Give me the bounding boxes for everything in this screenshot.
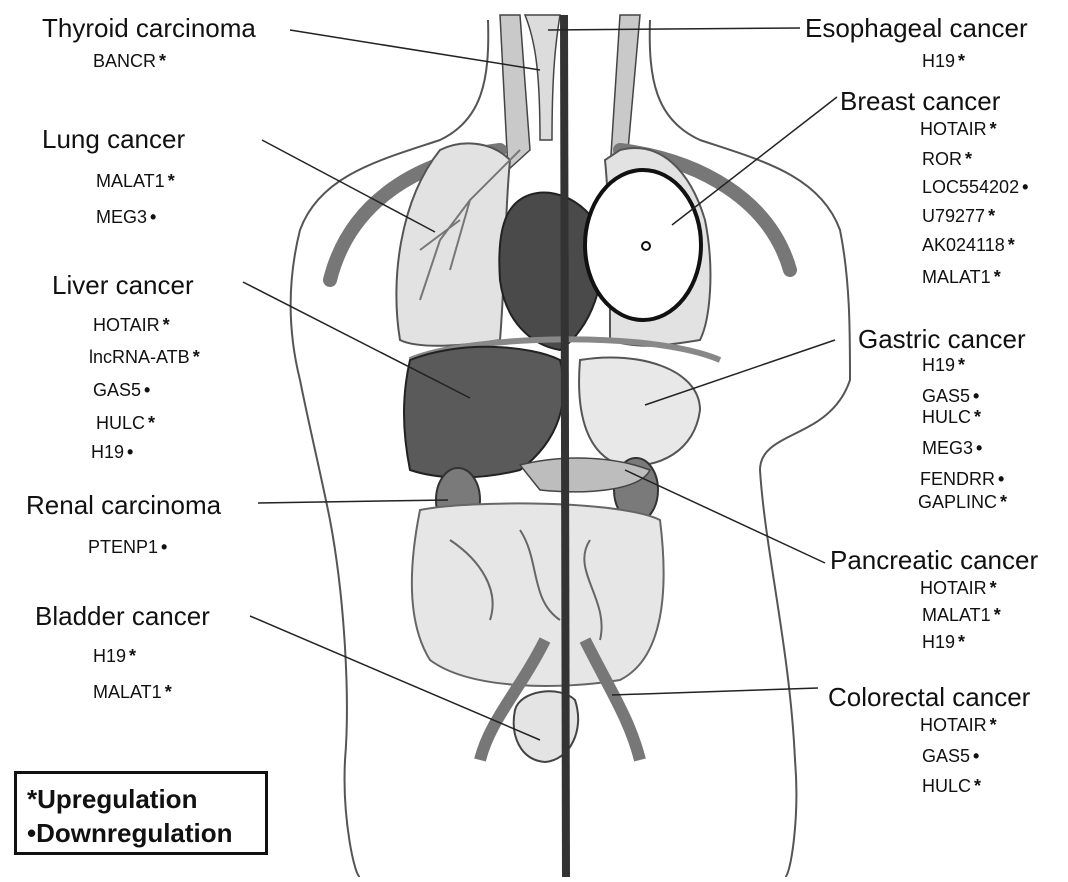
liver-gene-5: H19• (91, 441, 133, 463)
colorectal-gene-2: GAS5• (922, 745, 979, 767)
legend-upregulation: *Upregulation (27, 782, 265, 816)
breast-gene-6: MALAT1* (922, 266, 1001, 288)
gastric-gene-6: GAPLINC* (918, 491, 1007, 513)
esophageal-gene-1: H19* (922, 50, 965, 72)
legend-downregulation: •Downregulation (27, 816, 265, 850)
pancreatic-gene-3: H19* (922, 631, 965, 653)
pancreatic-gene-1: HOTAIR* (920, 577, 997, 599)
pancreatic-title: Pancreatic cancer (830, 545, 1038, 575)
bladder-gene-2: MALAT1* (93, 681, 172, 703)
pancreatic-gene-2: MALAT1* (922, 604, 1001, 626)
gastric-gene-3: HULC* (922, 406, 981, 428)
breast-gene-2: ROR* (922, 148, 972, 170)
center-line (564, 15, 566, 877)
liver-title: Liver cancer (52, 270, 194, 300)
renal-gene-1: PTENP1• (88, 536, 167, 558)
bladder-title: Bladder cancer (35, 601, 210, 631)
leader-esophageal (548, 28, 800, 30)
gastric-gene-5: FENDRR• (920, 468, 1004, 490)
gastric-title: Gastric cancer (858, 324, 1026, 354)
liver (404, 347, 564, 478)
leader-colorectal (612, 688, 818, 695)
renal-title: Renal carcinoma (26, 490, 221, 520)
breast-gene-1: HOTAIR* (920, 118, 997, 140)
breast (585, 170, 701, 320)
liver-gene-2: lncRNA-ATB* (89, 346, 200, 368)
liver-gene-4: HULC* (96, 412, 155, 434)
gastric-gene-2: GAS5• (922, 385, 979, 407)
lung-gene-2: MEG3• (96, 206, 156, 228)
gastric-gene-1: H19* (922, 354, 965, 376)
stomach (579, 357, 700, 465)
colorectal-gene-3: HULC* (922, 775, 981, 797)
legend-box: *Upregulation •Downregulation (14, 771, 268, 855)
thyroid-gene-1: BANCR* (93, 50, 166, 72)
breast-gene-3: LOC554202• (922, 176, 1028, 198)
thyroid-title: Thyroid carcinoma (42, 13, 256, 43)
breast-title: Breast cancer (840, 86, 1000, 116)
lung-title: Lung cancer (42, 124, 185, 154)
gastric-gene-4: MEG3• (922, 437, 982, 459)
breast-gene-5: AK024118* (922, 234, 1015, 256)
bladder-gene-1: H19* (93, 645, 136, 667)
liver-gene-1: HOTAIR* (93, 314, 170, 336)
liver-gene-3: GAS5• (93, 379, 150, 401)
esophageal-title: Esophageal cancer (805, 13, 1028, 43)
lung-gene-1: MALAT1* (96, 170, 175, 192)
body-outline (291, 20, 850, 877)
colorectal-gene-1: HOTAIR* (920, 714, 997, 736)
leader-renal (258, 500, 448, 503)
colorectal-title: Colorectal cancer (828, 682, 1030, 712)
breast-gene-4: U79277* (922, 205, 995, 227)
